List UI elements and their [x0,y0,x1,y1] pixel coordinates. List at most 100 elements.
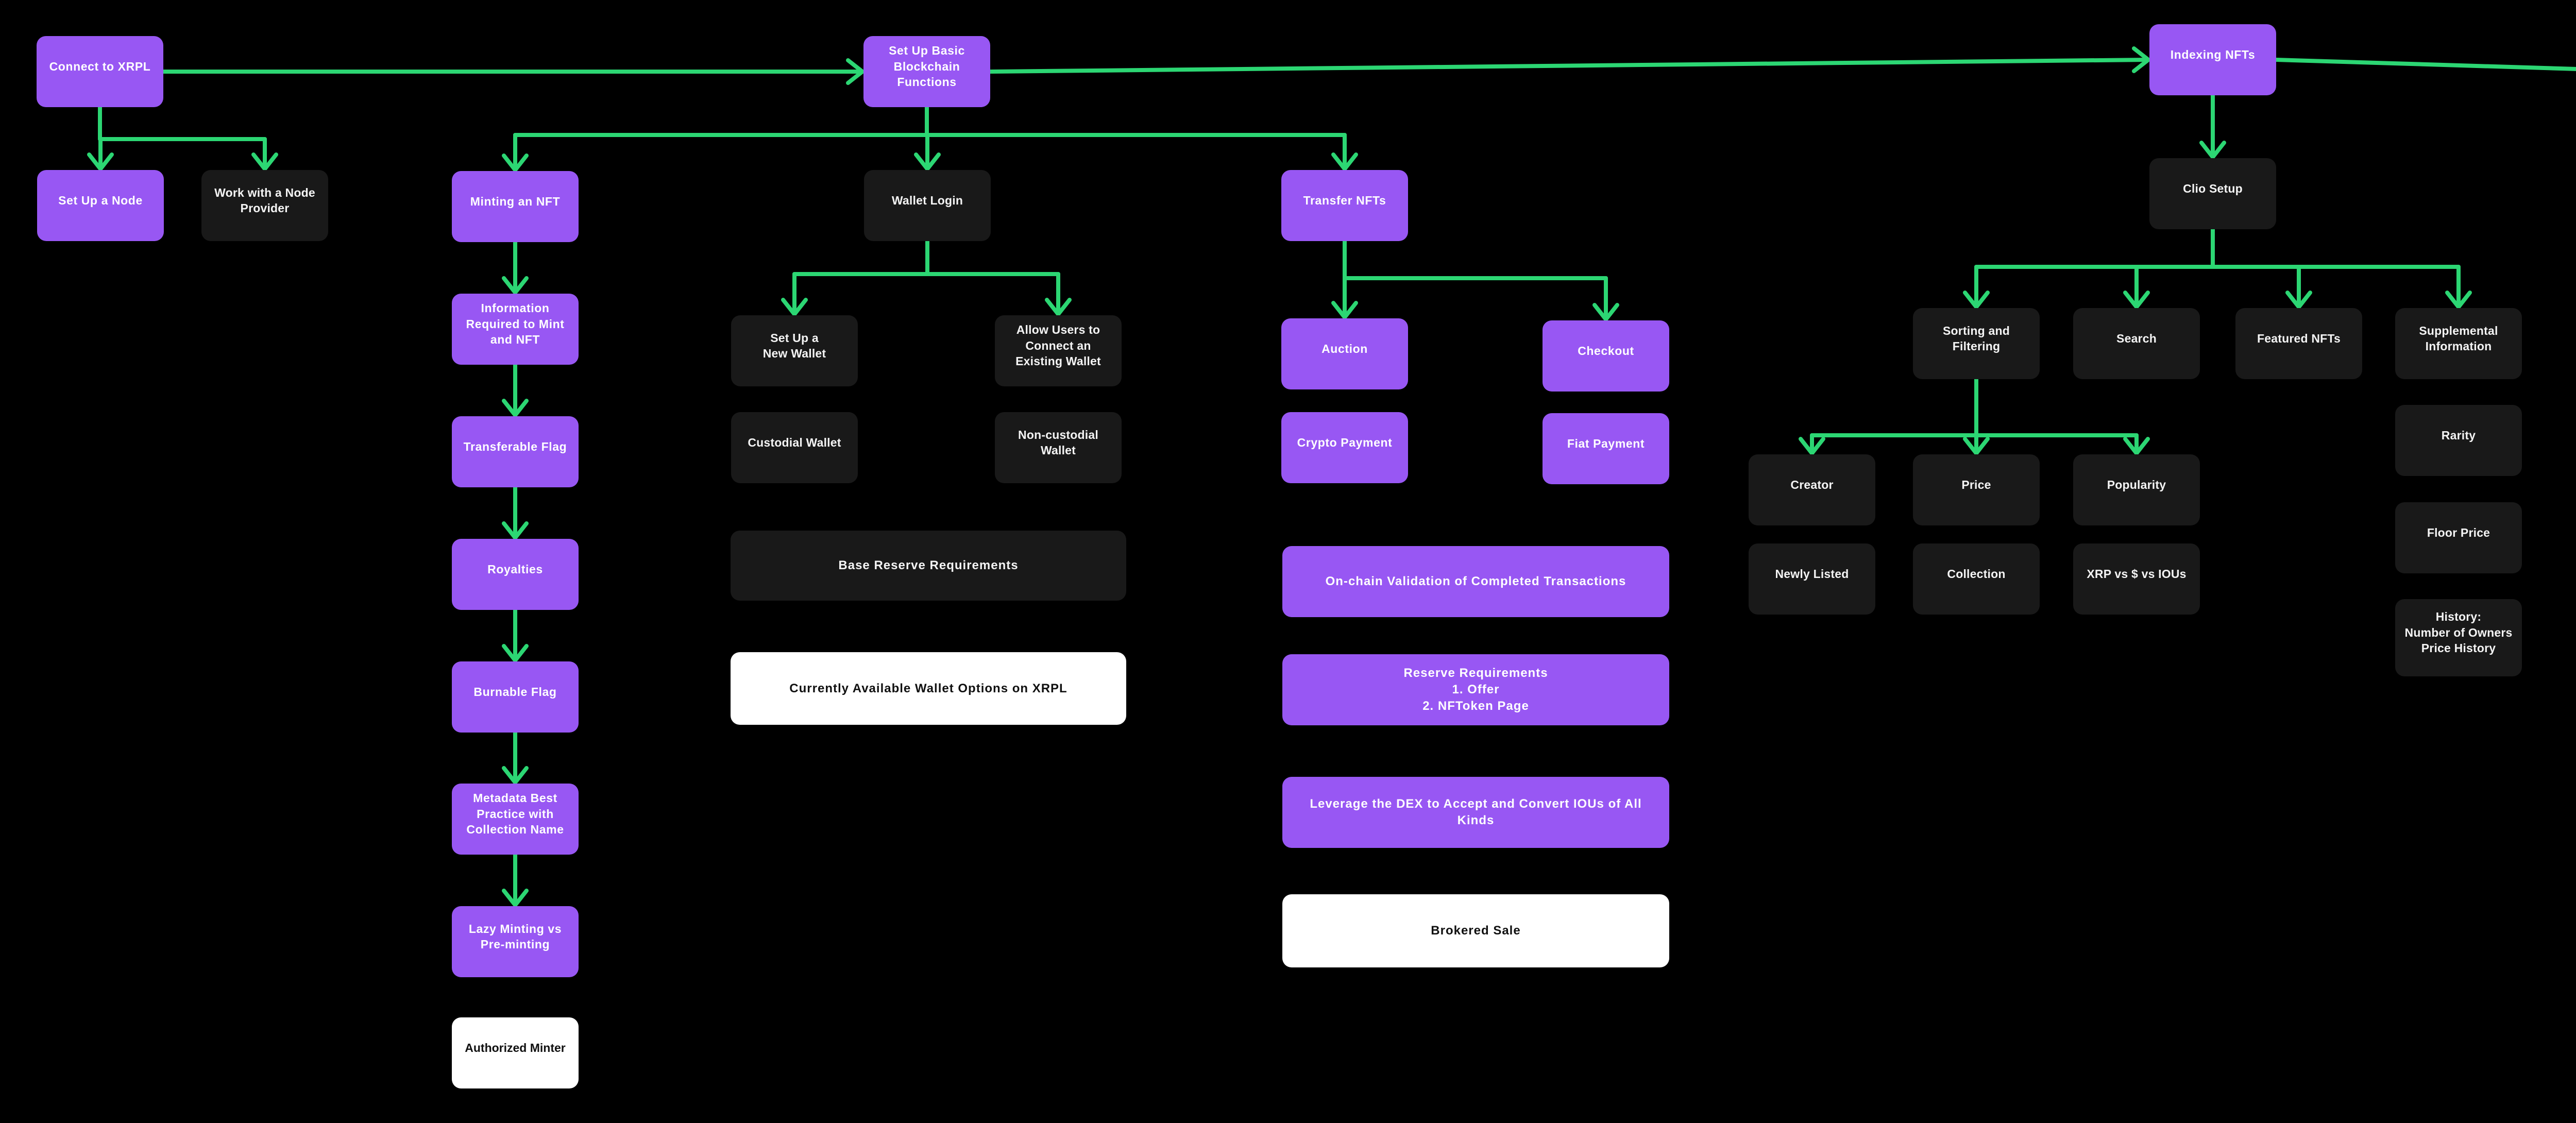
arrowhead-icon [1799,437,1825,455]
flow-node-label: Burnable Flag [473,685,557,699]
flow-node-lazy-minting: Lazy Minting vs Pre-minting [452,906,579,977]
flow-node-label: Non-custodial Wallet [1018,428,1098,457]
flow-node-sorting-filtering: Sorting and Filtering [1913,308,2040,379]
flow-node-label: Connect to XRPL [49,59,151,73]
arrowhead-icon [781,298,808,316]
flow-node-label: History: Number of Owners Price History [2404,610,2513,655]
flow-node-xrp-vs-iou: XRP vs $ vs IOUs [2073,543,2200,615]
flow-node-label: Minting an NFT [470,194,561,208]
flow-node-popularity: Popularity [2073,454,2200,525]
arrowhead-icon [87,152,114,171]
flow-node-label: Sorting and Filtering [1943,324,2010,353]
arrowhead-icon [846,58,865,85]
arrowhead-icon [1331,301,1358,319]
flow-node-floor-price: Floor Price [2395,502,2522,573]
connector-segment [2274,58,2576,71]
flow-node-label: Auction [1321,342,1368,355]
flow-node-brokered-sale: Brokered Sale [1282,894,1669,967]
arrowhead-icon [502,276,529,295]
flow-node-label: Leverage the DEX to Accept and Convert I… [1310,797,1642,827]
flow-node-label: Set Up Basic Blockchain Functions [889,44,965,89]
arrowhead-icon [502,399,529,417]
arrowhead-icon [914,152,941,171]
flow-node-label: Search [2116,331,2157,345]
flow-node-label: Set Up a Node [58,193,143,207]
flow-node-label: Base Reserve Requirements [838,558,1019,573]
flow-node-label: Authorized Minter [465,1041,566,1054]
arrowhead-icon [1963,291,1990,309]
flow-node-burnable-flag: Burnable Flag [452,661,579,733]
arrowhead-icon [2445,291,2472,309]
flow-node-label: Allow Users to Connect an Existing Walle… [1015,323,1101,368]
arrowhead-icon [502,521,529,540]
flow-node-checkout: Checkout [1543,320,1669,392]
flow-node-label: Transferable Flag [463,439,567,453]
flow-node-label: Popularity [2107,478,2166,491]
flow-node-info-required: Information Required to Mint and NFT [452,294,579,365]
flow-node-label: Set Up a New Wallet [762,331,826,360]
flow-node-label: Clio Setup [2183,181,2243,195]
flow-node-featured-nfts: Featured NFTs [2235,308,2362,379]
arrowhead-icon [2123,291,2150,309]
flow-node-new-wallet: Set Up a New Wallet [731,315,858,386]
flow-node-newly-listed: Newly Listed [1749,543,1875,615]
flow-node-base-reserve: Base Reserve Requirements [731,531,1126,601]
arrowhead-icon [2132,46,2150,73]
flow-node-label: Brokered Sale [1431,924,1521,938]
flow-node-leverage-dex: Leverage the DEX to Accept and Convert I… [1282,777,1669,848]
flow-node-reserve-reqs: Reserve Requirements 1. Offer 2. NFToken… [1282,654,1669,725]
flow-node-minting: Minting an NFT [452,171,579,242]
flow-node-set-up-node: Set Up a Node [37,170,164,241]
arrowhead-icon [2285,291,2312,309]
flow-node-label: Supplemental Information [2419,324,2498,353]
arrowhead-icon [502,766,529,785]
arrowhead-icon [251,152,278,171]
flow-node-custodial-wallet: Custodial Wallet [731,412,858,483]
flow-node-supplemental: Supplemental Information [2395,308,2522,379]
flow-node-label: Featured NFTs [2257,331,2341,345]
flow-node-label: Reserve Requirements 1. Offer 2. NFToken… [1403,666,1548,713]
arrowhead-icon [1331,152,1358,171]
arrowhead-icon [1045,298,1072,316]
arrowhead-icon [1592,303,1619,321]
flow-node-collection: Collection [1913,543,2040,615]
flow-node-transfer-nfts: Transfer NFTs [1281,170,1408,241]
flow-node-label: Fiat Payment [1567,436,1645,450]
flow-node-label: Collection [1947,567,2006,581]
flow-node-price: Price [1913,454,2040,525]
arrowhead-icon [502,644,529,662]
flow-node-authorized-minter: Authorized Minter [452,1017,579,1088]
flow-node-label: XRP vs $ vs IOUs [2087,567,2187,581]
flow-node-wallet-login: Wallet Login [864,170,991,241]
flow-node-label: Currently Available Wallet Options on XR… [789,681,1067,695]
flow-node-fiat-payment: Fiat Payment [1543,413,1669,484]
flow-node-label: Custodial Wallet [748,435,841,449]
connector-segment [988,58,2149,74]
flow-node-indexing-nfts: Indexing NFTs [2149,24,2276,95]
flow-node-metadata-best: Metadata Best Practice with Collection N… [452,784,579,855]
flow-node-label: Indexing NFTs [2170,47,2256,61]
flow-node-allow-users: Allow Users to Connect an Existing Walle… [995,315,1122,386]
flow-node-label: Transfer NFTs [1303,193,1386,207]
flow-node-label: Wallet Login [891,193,963,207]
flow-node-wallet-options: Currently Available Wallet Options on XR… [731,652,1126,725]
arrowhead-icon [502,154,529,172]
flow-node-onchain-validation: On-chain Validation of Completed Transac… [1282,546,1669,617]
flow-node-history: History: Number of Owners Price History [2395,599,2522,676]
flow-node-royalties: Royalties [452,539,579,610]
flow-node-connect-xrpl: Connect to XRPL [37,36,163,107]
arrowhead-icon [1963,437,1990,455]
flow-node-search: Search [2073,308,2200,379]
flow-node-label: Floor Price [2427,525,2490,539]
flow-node-label: Lazy Minting vs Pre-minting [468,922,562,951]
flow-node-label: Information Required to Mint and NFT [466,301,565,347]
flow-node-label: Price [1961,478,1991,491]
flow-node-crypto-payment: Crypto Payment [1281,412,1408,483]
flow-node-work-node: Work with a Node Provider [201,170,328,241]
flow-node-label: Creator [1790,478,1834,491]
flow-node-non-custodial: Non-custodial Wallet [995,412,1122,483]
flow-node-label: Newly Listed [1775,567,1849,581]
flow-node-label: Crypto Payment [1297,435,1393,449]
flow-node-label: Rarity [2441,428,2476,442]
